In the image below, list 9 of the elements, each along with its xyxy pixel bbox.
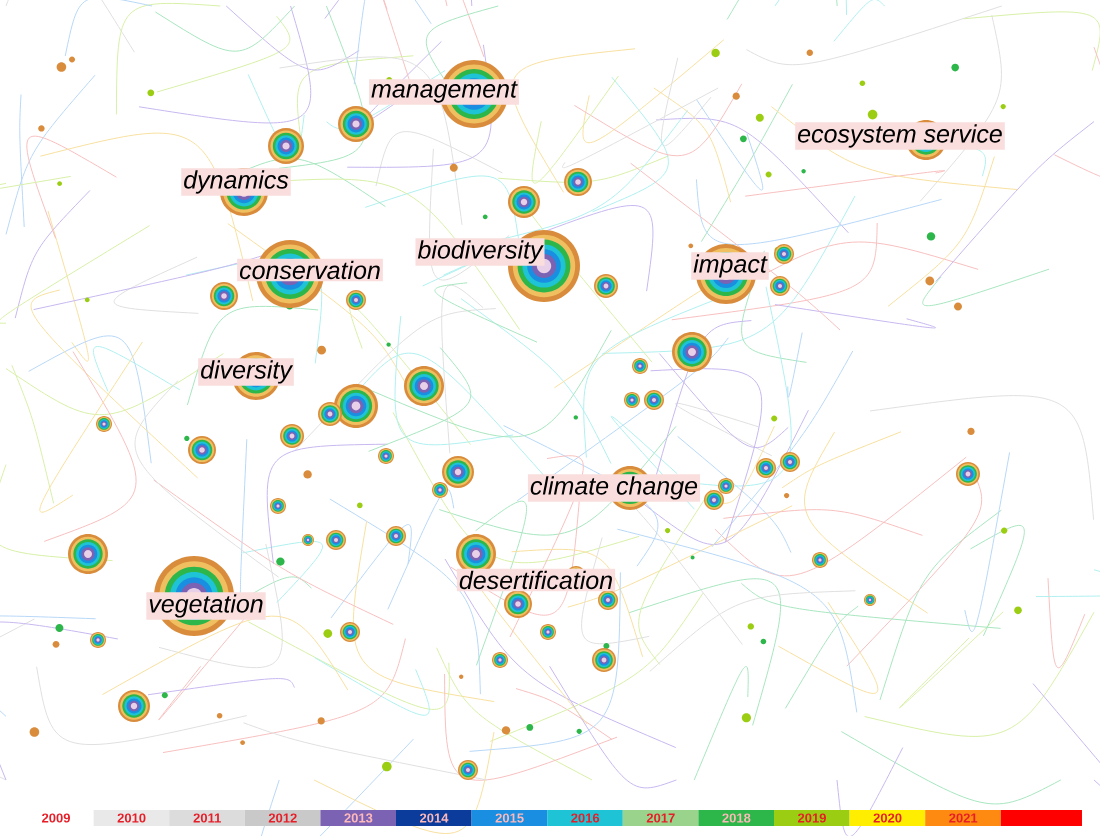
- keyword-node: conservation: [237, 240, 383, 308]
- keyword-node: diversity: [198, 352, 294, 400]
- keyword-node: impact: [691, 244, 769, 304]
- keyword-node: dynamics: [181, 168, 291, 216]
- keyword-node: vegetation: [146, 556, 266, 636]
- keyword-node: ecosystem service: [795, 120, 1005, 160]
- keyword-node: climate change: [527, 466, 701, 510]
- keyword-node: management: [369, 60, 519, 128]
- keyword-node: biodiversity: [415, 230, 580, 302]
